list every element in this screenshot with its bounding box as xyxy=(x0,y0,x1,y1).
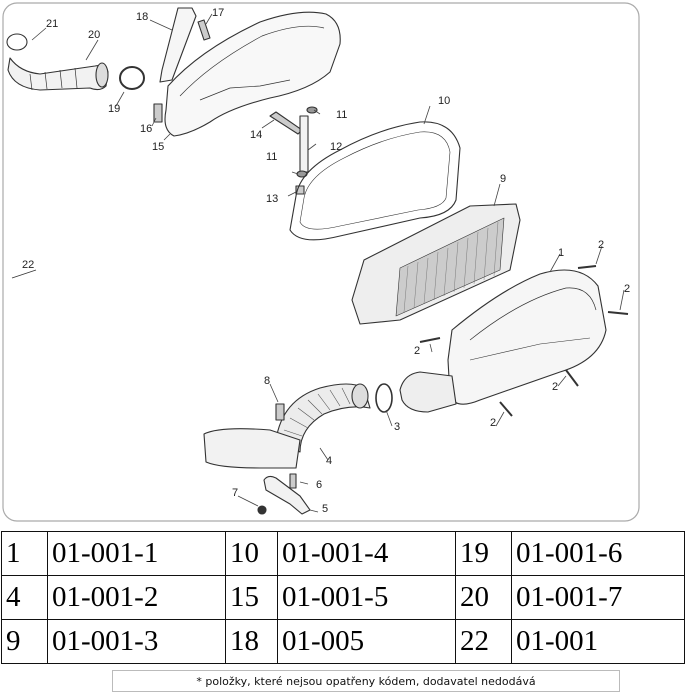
part-15-upper-cover xyxy=(164,11,341,137)
position-cell: 18 xyxy=(225,619,278,664)
position-cell: 19 xyxy=(455,531,512,576)
callout: 20 xyxy=(88,29,100,41)
part-16-bolt xyxy=(153,103,163,123)
callout: 3 xyxy=(394,421,400,433)
code-cell: 01-001 xyxy=(511,619,685,664)
position-cell: 4 xyxy=(1,575,48,620)
code-cell: 01-001-7 xyxy=(511,575,685,620)
position-cell: 22 xyxy=(455,619,512,664)
callout: 2 xyxy=(552,381,558,393)
callout: 10 xyxy=(438,95,450,107)
part-19-ring-clamp xyxy=(119,66,145,90)
position-cell: 9 xyxy=(1,619,48,664)
part-17-bolt xyxy=(197,19,211,41)
callout: 8 xyxy=(264,375,270,387)
exploded-parts-diagram: 21 20 19 18 17 16 15 14 11 12 11 13 10 9… xyxy=(2,2,640,522)
part-1-filter-housing xyxy=(447,269,607,405)
table-row: 4 01-001-2 15 01-001-5 20 01-001-7 xyxy=(1,575,685,620)
callout: 2 xyxy=(414,345,420,357)
part-3-clamp xyxy=(375,383,393,413)
callout: 16 xyxy=(140,123,152,135)
callout: 2 xyxy=(598,239,604,251)
position-cell: 1 xyxy=(1,531,48,576)
callout: 14 xyxy=(250,129,262,141)
callout: 4 xyxy=(326,455,332,467)
callout: 19 xyxy=(108,103,120,115)
part-12-tube xyxy=(299,115,309,173)
callout: 22 xyxy=(22,259,34,271)
code-cell: 01-001-6 xyxy=(511,531,685,576)
part-13-nipple xyxy=(295,185,305,195)
code-cell: 01-001-5 xyxy=(277,575,456,620)
callout: 11 xyxy=(266,151,277,163)
callout: 21 xyxy=(46,18,58,30)
footnote: * položky, které nejsou opatřeny kódem, … xyxy=(112,670,620,692)
callout: 12 xyxy=(330,141,342,153)
table-row: 9 01-001-3 18 01-005 22 01-001 xyxy=(1,619,685,664)
code-cell: 01-005 xyxy=(277,619,456,664)
callout: 18 xyxy=(136,11,148,23)
part-10-gasket xyxy=(289,121,461,241)
callout: 11 xyxy=(336,109,347,121)
code-cell: 01-001-1 xyxy=(47,531,226,576)
part-6-bolt xyxy=(289,473,297,489)
callout: 15 xyxy=(152,141,164,153)
callout-labels: 21 20 19 18 17 16 15 14 11 12 11 13 10 9… xyxy=(22,7,630,515)
code-cell: 01-001-4 xyxy=(277,531,456,576)
position-cell: 15 xyxy=(225,575,278,620)
callout: 2 xyxy=(490,417,496,429)
callout: 13 xyxy=(266,193,278,205)
part-18-bracket xyxy=(159,7,197,83)
part-14-screw xyxy=(269,111,303,135)
table-row: 1 01-001-1 10 01-001-4 19 01-001-6 xyxy=(1,531,685,576)
part-8-bolt xyxy=(275,403,285,421)
position-cell: 10 xyxy=(225,531,278,576)
callout: 2 xyxy=(624,283,630,295)
callout: 1 xyxy=(558,247,564,259)
code-cell: 01-001-3 xyxy=(47,619,226,664)
callout: 17 xyxy=(212,7,224,19)
part-5-bracket xyxy=(263,475,311,515)
diagram-frame xyxy=(2,2,640,522)
callout: 9 xyxy=(500,173,506,185)
callout: 5 xyxy=(322,503,328,515)
part-20-intake-tube xyxy=(7,57,109,91)
part-7-washer xyxy=(257,505,267,515)
parts-code-table: 1 01-001-1 10 01-001-4 19 01-001-6 4 01-… xyxy=(1,531,685,664)
position-cell: 20 xyxy=(455,575,512,620)
part-21-clamp xyxy=(6,33,28,51)
callout: 6 xyxy=(316,479,322,491)
code-cell: 01-001-2 xyxy=(47,575,226,620)
callout: 7 xyxy=(232,487,238,499)
